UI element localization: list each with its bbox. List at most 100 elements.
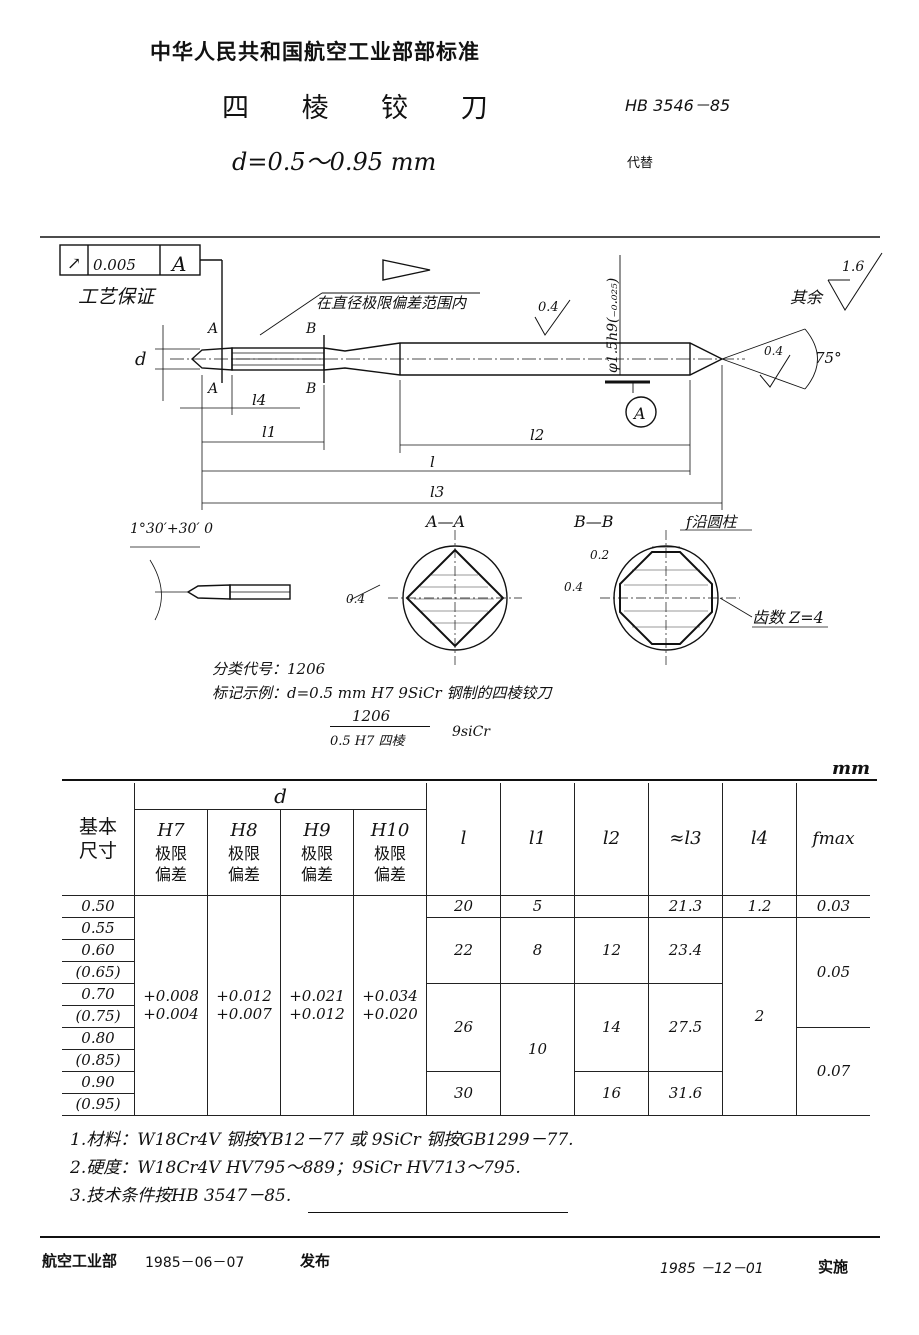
issuer: 航空工业部 [42, 1252, 118, 1270]
dim-d: d [135, 349, 147, 370]
table-top-rule [62, 779, 877, 781]
section-b-circle [613, 545, 719, 651]
l-cell: 20 [426, 894, 501, 918]
l-cell: 26 [426, 982, 501, 1072]
marking-spec: 0.5 H7 四棱 [330, 734, 405, 749]
l2-cell-empty [574, 894, 649, 918]
process-guarantee-label: 工艺保证 [78, 286, 157, 308]
roughness-triangle-top [382, 259, 431, 281]
tip-roughness: 0.4 [764, 344, 783, 358]
classification-code: 分类代号：1206 [212, 660, 326, 678]
issue-date: 1985－06－07 [145, 1255, 245, 1271]
taper-tip-view [186, 584, 231, 600]
l2-cell: 16 [574, 1070, 649, 1116]
l1-cell: 8 [500, 916, 575, 984]
other-roughness-value: 1.6 [842, 259, 864, 275]
dev-h9: +0.021+0.012 [280, 894, 354, 1116]
table-row: 0.60 [62, 938, 135, 962]
notes-end-rule [308, 1212, 568, 1213]
table-row: 0.55 [62, 916, 135, 940]
section-b-octagon [619, 551, 713, 645]
marking-rule [330, 726, 430, 727]
tip-angle: 75° [815, 349, 842, 367]
ministry-standard-heading: 中华人民共和国航空工业部部标准 [150, 40, 480, 64]
col-l2-header: l2 [574, 783, 649, 896]
fmax-cell: 0.05 [796, 916, 870, 1028]
l2-cell: 14 [574, 982, 649, 1072]
f-along-cylinder: f沿圆柱 [685, 513, 739, 531]
marking-material: 9siCr [452, 724, 490, 740]
taper-angle: 1°30′+30′ 0 [130, 521, 213, 537]
section-b-roughness-1: 0.4 [564, 580, 583, 594]
l1-cell: 5 [500, 894, 575, 918]
table-row: 0.80 [62, 1026, 135, 1050]
col-l4-header: l4 [722, 783, 797, 896]
section-a-title: A—A [424, 512, 465, 531]
dev-h10: +0.034+0.020 [353, 894, 427, 1116]
footer-rule [40, 1236, 880, 1238]
l3-cell: 31.6 [648, 1070, 723, 1116]
section-mark-a-bottom: A [206, 381, 218, 397]
table-row: (0.65) [62, 960, 135, 984]
runout-datum: A [170, 252, 186, 276]
l1-cell: 10 [500, 982, 575, 1116]
note-hardness: 2.硬度：W18Cr4V HV795～889；9SiCr HV713～795. [70, 1158, 521, 1178]
marking-code: 1206 [352, 707, 391, 725]
table-row: (0.95) [62, 1092, 135, 1116]
l3-cell: 21.3 [648, 894, 723, 918]
fmax-cell: 0.07 [796, 1026, 870, 1116]
l3-cell: 27.5 [648, 982, 723, 1072]
replaces-label: 代替 [627, 156, 654, 171]
diameter-range: d=0.5～0.95 mm [232, 148, 437, 176]
col-l3-header: ≈l3 [648, 783, 723, 896]
l4-cell: 2 [722, 916, 797, 1116]
note-material: 1.材料：W18Cr4V 钢按YB12－77 或 9SiCr 钢按GB1299－… [70, 1130, 574, 1150]
dev-h8: +0.012+0.007 [207, 894, 281, 1116]
section-mark-a-top: A [206, 321, 218, 337]
l4-cell: 1.2 [722, 894, 797, 918]
l-cell: 22 [426, 916, 501, 984]
implementation-date: 1985 －12－01 [660, 1261, 764, 1277]
col-l-header: l [426, 783, 501, 896]
implementation-word: 实施 [818, 1258, 849, 1276]
l2-cell: 12 [574, 916, 649, 984]
diameter-note: 在直径极限偏差范围内 [316, 294, 468, 312]
dim-l4: l4 [252, 391, 266, 409]
datum-a-letter: A [632, 404, 646, 423]
note-technical: 3.技术条件按HB 3547－85. [70, 1186, 292, 1206]
roughness-top: 0.4 [538, 300, 559, 315]
table-row: 0.70 [62, 982, 135, 1006]
section-a-roughness: 0.4 [346, 592, 365, 606]
l3-cell: 23.4 [648, 916, 723, 984]
shank-diameter: φ1.5h9(₋₀.₀₂₅) [605, 278, 621, 373]
runout-tolerance: 0.005 [93, 256, 136, 274]
table-row: (0.75) [62, 1004, 135, 1028]
section-a-circle [402, 545, 508, 651]
dim-l2: l2 [530, 426, 544, 444]
other-roughness-label: 其余 [790, 288, 824, 307]
marking-example: 标记示例：d=0.5 mm H7 9SiCr 钢制的四棱铰刀 [212, 684, 552, 702]
reamer-drawing: 0.005 A ↗ 工艺保证 在直径极限偏差范围内 0.4 φ1.5h9(₋₀.… [40, 236, 883, 665]
table-row: (0.85) [62, 1048, 135, 1072]
datum-a-circle [625, 396, 657, 428]
table-row: 0.50 [62, 894, 135, 918]
document-title: 四 棱 铰 刀 [222, 93, 510, 124]
dim-l1: l1 [262, 423, 276, 441]
d-header: d [134, 783, 427, 810]
section-a-square [405, 548, 505, 648]
section-mark-b-bottom: B [305, 381, 316, 397]
fmax-cell: 0.03 [796, 894, 870, 918]
l-cell: 30 [426, 1070, 501, 1116]
section-b-roughness-2: 0.2 [590, 548, 609, 562]
col-l1-header: l1 [500, 783, 575, 896]
teeth-count: 齿数 Z=4 [752, 608, 824, 627]
runout-symbol: ↗ [67, 254, 81, 274]
dim-l: l [430, 453, 435, 471]
dev-h7: +0.008+0.004 [134, 894, 208, 1116]
section-b-title: B—B [573, 512, 614, 531]
